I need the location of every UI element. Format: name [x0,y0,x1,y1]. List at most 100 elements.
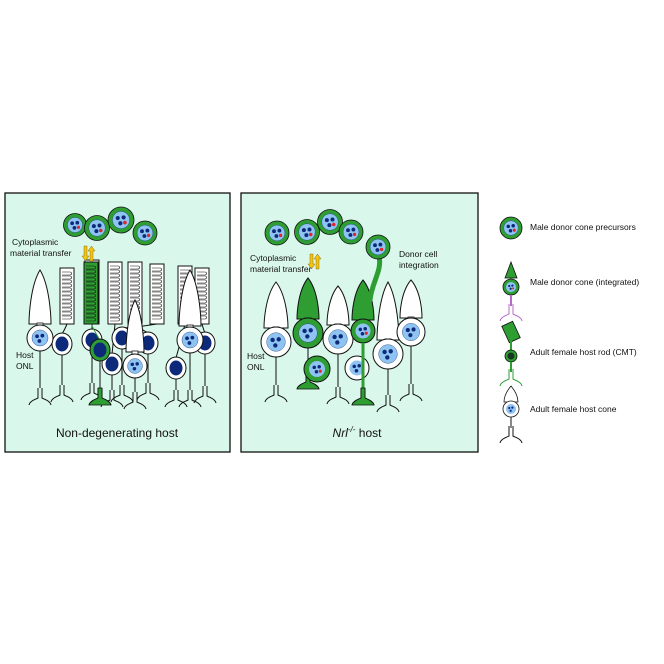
y-chromosome-dot [99,228,103,233]
rod-outer-segment [149,263,165,325]
nucleus-dot [91,224,96,229]
donor-precursor-cell [294,219,320,245]
nucleus-dot [312,365,317,370]
y-chromosome-dot [512,228,516,232]
nucleus-dot [354,368,359,373]
rod-disc-stack [62,271,72,320]
nucleus-dot [373,243,377,248]
nucleus-dot [305,334,310,339]
nucleus-dot [40,333,45,338]
precursor-nucleus [321,213,339,231]
nucleus-dot [185,336,189,341]
nucleus-dot [94,229,99,234]
nucleus-dot [388,349,393,354]
icon-segment [503,385,519,403]
host-cone-cmt-cell [292,277,324,390]
cone-nucleus [266,332,286,352]
nucleus-dot [360,331,365,336]
synaptic-terminal [499,304,523,322]
nucleus-dot [511,224,515,228]
cone-nucleus [181,331,199,349]
host-cone-cell [260,281,292,403]
nucleus-dot [301,228,306,233]
y-chromosome-dot [379,247,384,252]
synaptic-terminal-fill [351,387,375,406]
panel-2-caption: Nrl-/- host [333,425,383,440]
panel-2-caption-sup: -/- [348,425,356,434]
nucleus-dot [145,228,150,233]
nucleus-dot [508,228,513,233]
nucleus-dot [72,226,77,230]
rod-outer-segment [107,261,123,325]
nucleus-dot [352,364,357,369]
synaptic-terminal [499,426,523,444]
nucleus-dot [348,233,353,237]
nucleus-dot [358,327,363,332]
nucleus-dot [375,248,380,252]
host-cone-cell [122,298,148,410]
nucleus-dot [304,233,309,238]
panel-2-transfer-label-2: material transfer [250,264,312,274]
cone-nucleus [298,323,318,343]
rod-nucleus [93,342,107,358]
nucleus-dot [508,406,511,410]
panel-2-transfer-label-1: Cytoplasmic [250,253,297,263]
donor-precursor-cell [107,206,135,234]
y-chromosome-dot [278,233,283,238]
nucleus-dot [121,215,126,220]
nucleus-dot [346,228,350,233]
precursor-nucleus [503,220,519,236]
synaptic-terminal [123,392,147,410]
donor-precursor-cell [132,220,158,246]
nucleus-dot [140,229,144,234]
panel-1-onl-label-2: ONL [16,361,34,371]
nucleus-dot [274,234,279,238]
donor-precursor-cell [365,234,391,260]
nucleus-dot [511,284,514,287]
synaptic-terminal [28,388,52,406]
arrow-up [87,245,96,262]
rod-outer-segment [83,261,99,325]
nucleus-dot [508,284,511,288]
precursor-nucleus [112,211,130,229]
precursor-nucleus [268,224,286,242]
synaptic-terminal [264,385,288,403]
arrow-down [81,245,90,262]
nucleus-dot [75,220,80,225]
synaptic-terminal [178,390,202,408]
panel-nrl-host: Cytoplasmic material transfer Donor cell… [240,192,479,453]
nucleus-dot [118,221,123,226]
integrated-cone-icon [499,260,523,322]
nucleus-dot [357,364,361,368]
synaptic-terminal-fill [88,387,112,406]
nucleus-dot [338,334,343,339]
nucleus-dot [187,341,192,345]
nucleus-dot [130,362,135,367]
legend-label-donor-precursors: Male donor cone precursors [530,222,636,232]
nucleus-dot [276,337,281,342]
host-cone-cell [322,285,354,405]
y-chromosome-dot [76,225,81,229]
panel-1-transfer-label-2: material transfer [10,248,72,258]
synaptic-terminal [50,385,74,403]
icon-segment [504,260,518,279]
panel-2-caption-gene: Nrl [333,426,349,440]
y-chromosome-dot [512,287,515,290]
nucleus-dot [511,406,514,409]
panel-1-caption: Non-degenerating host [56,426,179,440]
rod-disc-stack [86,265,96,322]
cone-nucleus [402,323,420,341]
icon-nucleus [506,282,516,292]
nucleus-dot [509,287,512,290]
legend-label-integrated-cone: Male donor cone (integrated) [530,277,639,287]
rod-disc-stack [110,265,120,322]
cone-nucleus [349,360,365,376]
arrow-up [313,253,322,270]
panel-2-caption-rest: host [355,426,382,440]
nucleus-dot [332,334,337,340]
cone-nucleus [31,329,49,347]
nucleus-dot [317,365,321,369]
legend-label-host-cone: Adult female host cone [530,404,617,414]
synaptic-terminal [399,384,423,402]
